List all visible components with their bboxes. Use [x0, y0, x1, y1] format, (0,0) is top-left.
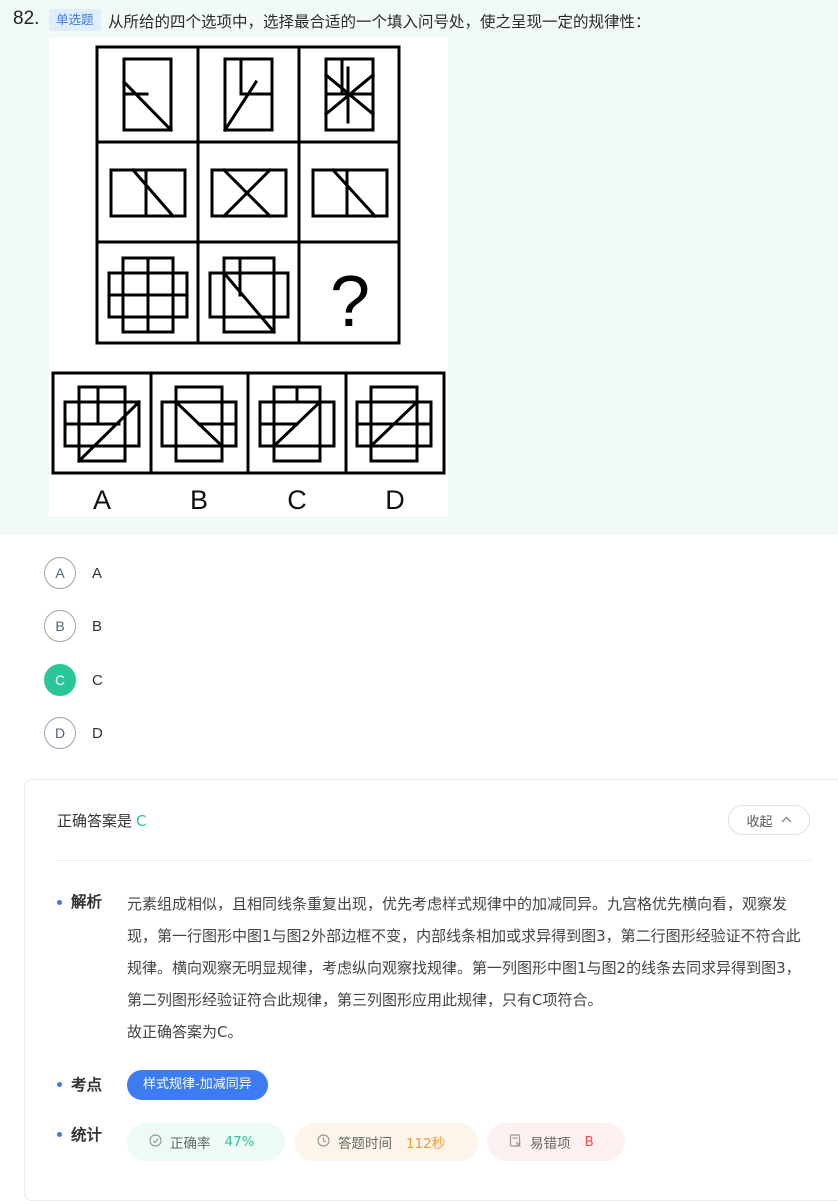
time-label: 答题时间	[338, 1136, 392, 1152]
option-text-a: A	[92, 564, 103, 582]
option-text-d: D	[92, 724, 103, 742]
figure-label-d: D	[385, 485, 405, 515]
time-value: 112秒	[406, 1136, 446, 1152]
option-text-c: C	[92, 671, 103, 689]
analysis-body: 元素组成相似，且相同线条重复出现，优先考虑样式规律中的加减同异。九宫格优先横向看…	[127, 895, 801, 1009]
bullet-dot	[57, 900, 62, 905]
grid-cell-1-1	[121, 57, 174, 133]
figure-label-c: C	[287, 485, 307, 515]
grid-cell-3-2	[208, 256, 290, 335]
divider	[57, 860, 812, 861]
grid-cell-2-3	[311, 167, 389, 219]
error-stat: 易错项 B	[487, 1123, 625, 1161]
accuracy-value: 47%	[224, 1134, 255, 1150]
figure-label-a: A	[93, 485, 111, 515]
analysis-conclusion: 故正确答案为C。	[127, 1023, 243, 1041]
accuracy-stat: 正确率 47%	[127, 1123, 285, 1161]
question-type-badge: 单选题	[49, 9, 101, 31]
accuracy-icon	[149, 1133, 162, 1151]
grid-cell-2-2	[210, 167, 288, 219]
figure-puzzle-image: ?	[51, 45, 446, 515]
option-c-figure	[258, 385, 336, 463]
option-a-figure	[63, 385, 142, 464]
bullet-dot	[57, 1082, 62, 1087]
error-value: B	[584, 1134, 594, 1150]
correct-answer-letter: C	[136, 812, 147, 830]
stats-label: 统计	[71, 1126, 103, 1144]
option-circle-b[interactable]: B	[44, 610, 76, 642]
bullet-dot	[57, 1132, 62, 1137]
answer-option-c[interactable]: C C	[44, 663, 103, 697]
question-number: 82.	[13, 8, 40, 29]
grid-cell-1-2	[222, 57, 274, 133]
error-note-icon	[509, 1133, 522, 1151]
figure-label-b: B	[190, 485, 208, 515]
analysis-text: 元素组成相似，且相同线条重复出现，优先考虑样式规律中的加减同异。九宫格优先横向看…	[127, 888, 807, 1048]
answer-option-d[interactable]: D D	[44, 716, 103, 750]
option-text-b: B	[92, 617, 103, 635]
option-circle-c[interactable]: C	[44, 664, 76, 696]
grid-cell-1-3	[323, 57, 376, 132]
answer-option-b[interactable]: B B	[44, 609, 102, 643]
grid-border	[95, 45, 401, 345]
question-text: 从所给的四个选项中，选择最合适的一个填入问号处，使之呈现一定的规律性：	[108, 13, 651, 31]
grid-cell-3-1	[107, 256, 189, 334]
correct-answer-prefix: 正确答案是	[57, 812, 133, 830]
accuracy-label: 正确率	[170, 1136, 211, 1152]
collapse-button[interactable]: 收起	[728, 805, 810, 835]
time-stat: 答题时间 112秒	[295, 1123, 478, 1161]
keypoint-tag[interactable]: 样式规律-加减同异	[127, 1070, 268, 1100]
question-figure: ?	[49, 38, 448, 516]
question-band: 82. 单选题 从所给的四个选项中，选择最合适的一个填入问号处，使之呈现一定的规…	[0, 0, 838, 535]
question-mark: ?	[330, 262, 370, 342]
collapse-label: 收起	[746, 814, 773, 830]
chevron-up-icon	[781, 815, 792, 826]
option-circle-d[interactable]: D	[44, 717, 76, 749]
option-circle-a[interactable]: A	[44, 557, 76, 589]
keypoint-label: 考点	[71, 1076, 103, 1094]
analysis-label: 解析	[71, 893, 103, 911]
clock-icon	[317, 1133, 330, 1151]
error-label: 易错项	[530, 1136, 571, 1152]
grid-cell-2-1	[109, 167, 187, 219]
option-b-figure	[160, 385, 238, 463]
answer-option-a[interactable]: A A	[44, 556, 102, 590]
option-d-figure	[355, 385, 433, 463]
